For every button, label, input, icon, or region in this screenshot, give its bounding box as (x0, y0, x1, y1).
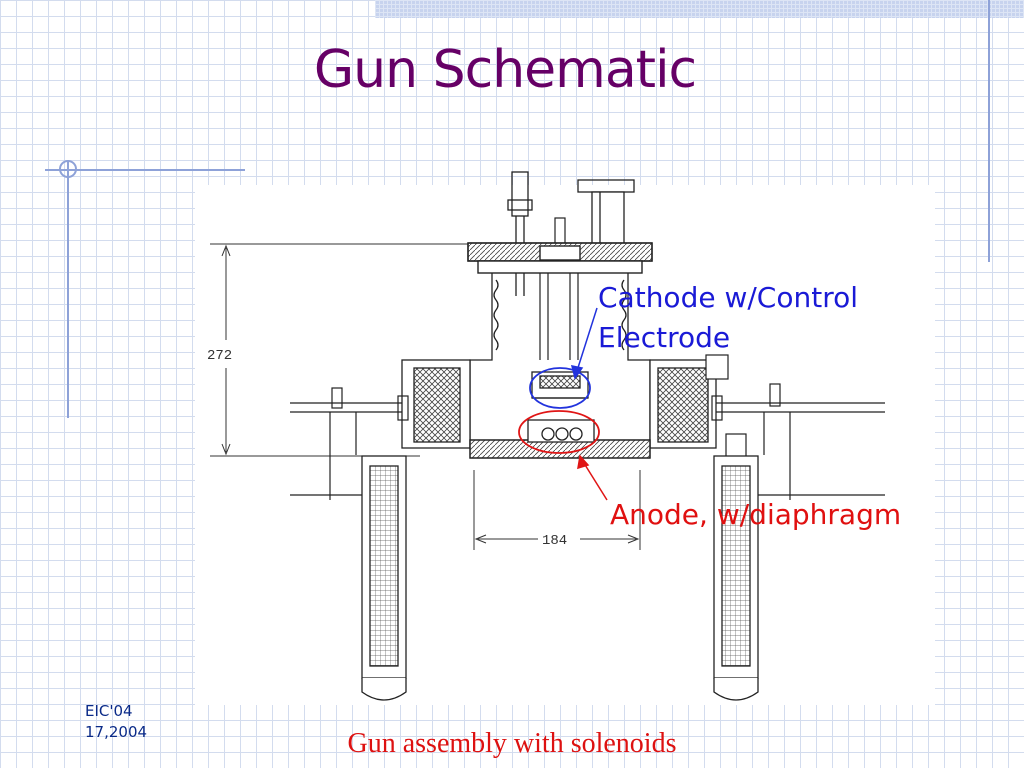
dimension-label-bg-272 (204, 343, 246, 363)
left-accent-rule (67, 160, 69, 418)
cathode-assembly (531, 371, 589, 399)
anode-label: Anode, w/diaphragm (610, 498, 902, 531)
dimension-184-label: 184 (542, 533, 567, 549)
cathode-feedthrough-left (507, 171, 533, 296)
anode-base-plate (469, 419, 651, 459)
left-accent-circle (59, 160, 77, 178)
anode-highlight-ellipse (518, 410, 600, 454)
right-solenoid (649, 359, 717, 449)
left-solenoid (401, 359, 471, 449)
dimension-272-label: 272 (207, 348, 232, 364)
header-band (375, 0, 1024, 18)
width-dimension (473, 470, 641, 550)
right-vertical-solenoid (713, 455, 759, 701)
slide-caption: Gun assembly with solenoids (347, 728, 677, 759)
footer-date: EIC'04 17,2004 (85, 701, 147, 743)
anode-pointer-arrow (577, 454, 608, 501)
cathode-label-line2: Electrode (598, 321, 731, 354)
cathode-highlight-ellipse (529, 367, 591, 409)
top-flange (467, 242, 653, 274)
footer-line1: EIC'04 (85, 702, 133, 720)
slide-title: Gun Schematic (313, 40, 697, 100)
cathode-label: Cathode w/Control Electrode (598, 278, 858, 358)
cathode-pointer-arrow (570, 307, 598, 380)
right-mount-arm (705, 354, 885, 500)
cathode-label-line1: Cathode w/Control (598, 281, 859, 314)
dimension-label-bg-184 (538, 530, 580, 548)
right-accent-rule (988, 0, 990, 262)
left-accent-hline (45, 169, 245, 171)
left-mount-arm (290, 387, 409, 500)
left-vertical-solenoid (361, 455, 407, 701)
center-stem (539, 217, 579, 360)
footer-line2: 17,2004 (85, 723, 148, 741)
